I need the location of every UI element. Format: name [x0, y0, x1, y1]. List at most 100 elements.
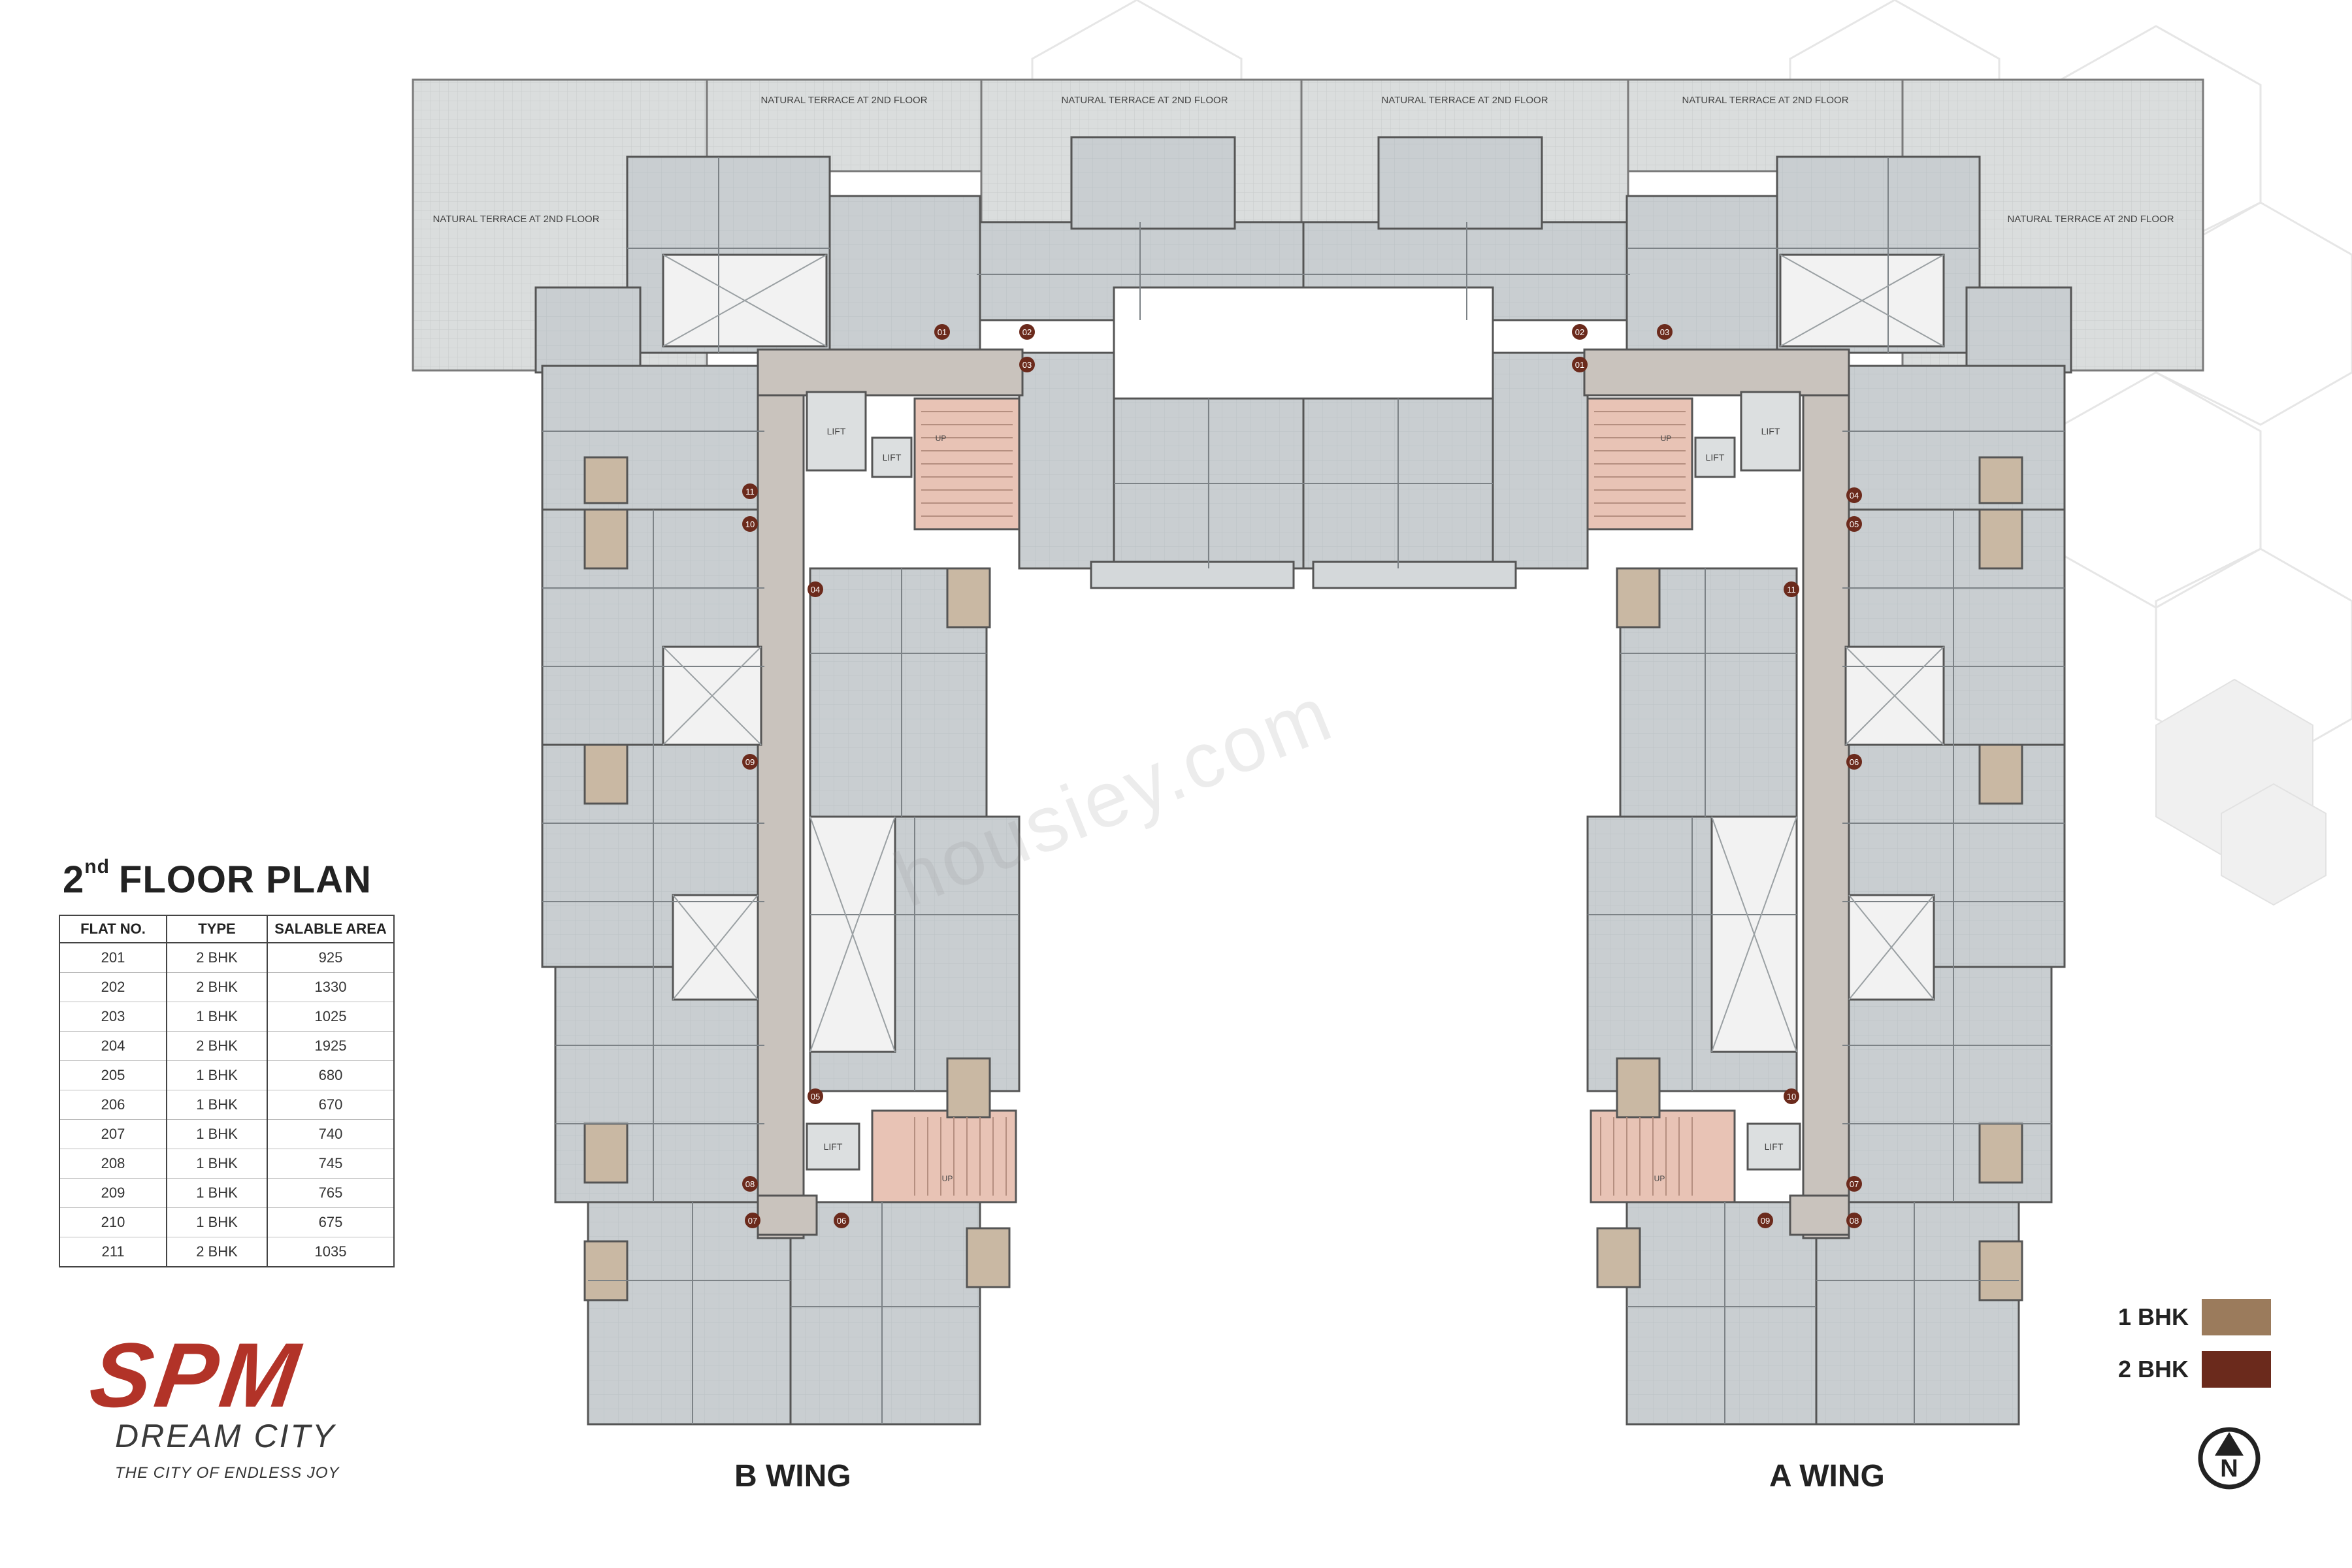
flat-block	[541, 365, 766, 511]
balcony	[1978, 508, 2023, 570]
corridor	[1583, 348, 1850, 397]
salable-area: 745	[267, 1149, 395, 1179]
flat-number-badge	[1572, 357, 1588, 372]
flat-number-badge	[1846, 754, 1862, 770]
balcony	[966, 1227, 1011, 1288]
lift	[1746, 1122, 1801, 1171]
flat-no: 204	[59, 1031, 167, 1061]
flat-number: 07	[748, 1216, 757, 1226]
corridor	[757, 348, 805, 1239]
flat-number: 06	[1850, 757, 1859, 767]
flat-number-badge	[1019, 357, 1035, 372]
flat-type: 1 BHK	[166, 1178, 268, 1208]
balcony	[1616, 567, 1661, 629]
legend-swatch-2bhk	[2202, 1351, 2271, 1388]
flat-number: 08	[745, 1179, 755, 1189]
flat-number: 03	[1022, 360, 1032, 370]
flat-number: 09	[745, 757, 755, 767]
legend-2bhk: 2 BHK	[2091, 1351, 2271, 1388]
central-void	[1113, 286, 1494, 413]
flat-type: 1 BHK	[166, 1060, 268, 1090]
flat-number-badge	[1657, 324, 1673, 340]
flat-number: 07	[1850, 1179, 1859, 1189]
flat-number: 01	[938, 327, 947, 337]
flat-block	[1312, 561, 1517, 589]
stair	[871, 1109, 1017, 1203]
b-wing	[534, 155, 1024, 1426]
north-letter: N	[2220, 1455, 2238, 1482]
balcony	[583, 508, 629, 570]
salable-area: 680	[267, 1060, 395, 1090]
a-wing	[1583, 155, 2072, 1426]
corridor	[1802, 348, 1850, 1239]
partitions	[542, 157, 2065, 1424]
flat-block	[1841, 365, 2066, 511]
salable-area: 1330	[267, 972, 395, 1002]
salable-area: 925	[267, 943, 395, 973]
lift	[806, 1122, 860, 1171]
terrace-label: NATURAL TERRACE AT 2ND FLOOR	[760, 95, 927, 106]
flat-number: 06	[837, 1216, 846, 1226]
salable-area: 675	[267, 1207, 395, 1237]
floor-suffix: nd	[84, 856, 110, 877]
balcony	[1978, 456, 2023, 504]
salable-area: 1025	[267, 1002, 395, 1032]
corridor	[757, 1194, 818, 1236]
balcony	[583, 1240, 629, 1301]
flat-number-badge	[742, 754, 758, 770]
flat-no: 206	[59, 1090, 167, 1120]
flat-block	[1090, 561, 1295, 589]
flat-block	[587, 1201, 792, 1426]
stair-up-label: UP	[942, 1174, 953, 1183]
lift	[1694, 436, 1736, 478]
flat-type: 1 BHK	[166, 1149, 268, 1179]
balcony	[1978, 1240, 2023, 1301]
flat-no: 210	[59, 1207, 167, 1237]
stair-treads	[914, 411, 1693, 1196]
corridor	[757, 348, 1024, 397]
logo-subtitle: DREAM CITY	[115, 1418, 336, 1454]
flat-number: 11	[1787, 585, 1796, 595]
balcony	[1978, 1122, 2023, 1184]
balcony	[583, 456, 629, 504]
flat-block	[1492, 351, 1589, 570]
flat-number: 02	[1022, 327, 1032, 337]
stair-up-label: UP	[1661, 434, 1672, 443]
lift-label: LIFT	[827, 426, 846, 436]
flat-number: 09	[1761, 1216, 1770, 1226]
flat-type: 2 BHK	[166, 943, 268, 973]
lift	[1740, 391, 1801, 472]
flat-number-badge	[834, 1213, 849, 1228]
flat-number: 10	[1787, 1092, 1796, 1102]
balcony	[946, 567, 991, 629]
flat-type: 1 BHK	[166, 1090, 268, 1120]
balcony	[946, 1057, 991, 1119]
flat-block	[1625, 1201, 1818, 1426]
terrace-label: NATURAL TERRACE AT 2ND FLOOR	[1682, 95, 1848, 106]
flat-no: 211	[59, 1237, 167, 1267]
flat-number-badge	[742, 483, 758, 499]
salable-area: 1035	[267, 1237, 395, 1267]
flat-no: 205	[59, 1060, 167, 1090]
legend-1bhk: 1 BHK	[2091, 1299, 2271, 1335]
flat-block	[828, 195, 981, 354]
flat-number-badge	[1784, 1088, 1799, 1104]
flat-number-badge	[745, 1213, 760, 1228]
flat-number: 04	[811, 585, 820, 595]
flat-block	[1377, 136, 1543, 230]
title-text: FLOOR PLAN	[118, 858, 372, 901]
flat-type: 2 BHK	[166, 1031, 268, 1061]
flat-block	[1070, 136, 1236, 230]
stair	[1590, 1109, 1736, 1203]
flat-number-badge	[742, 1176, 758, 1192]
b-wing-label: B WING	[734, 1459, 851, 1494]
